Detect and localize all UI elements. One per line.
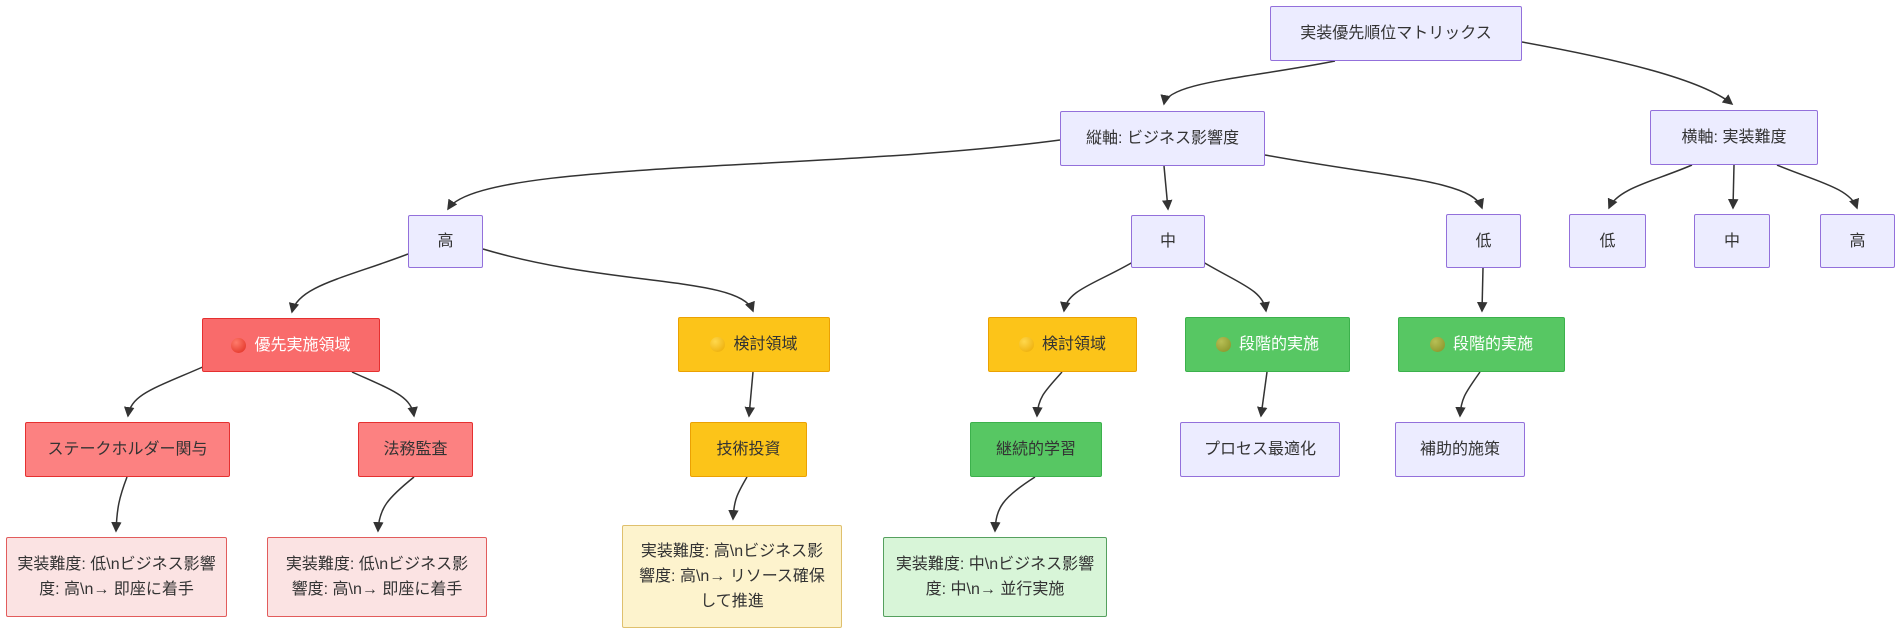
edge-learning-note4 <box>990 476 1036 533</box>
node-process-optimization: プロセス最適化 <box>1180 422 1340 477</box>
edge-vmid-review2 <box>1060 261 1134 313</box>
edge-root-haxis <box>1521 41 1734 105</box>
node-review-area-2-label: 検討領域 <box>1041 336 1106 353</box>
edge-haxis-hmid <box>1727 164 1739 210</box>
yellow-circle-icon <box>710 337 726 352</box>
edge-stakeholder-note1 <box>111 476 128 533</box>
edge-phased2-support <box>1455 371 1481 418</box>
node-supplementary-measures: 補助的施策 <box>1395 422 1525 477</box>
edge-legal-note2 <box>373 476 415 533</box>
node-stakeholder: ステークホルダー関与 <box>25 422 230 477</box>
node-review-area-2: 検討領域 <box>988 317 1137 372</box>
edge-vaxis-vhigh <box>447 139 1061 211</box>
yellow-circle-icon <box>1018 337 1034 352</box>
node-review-area-1-label: 検討領域 <box>733 336 798 353</box>
node-vaxis-low: 低 <box>1446 214 1521 268</box>
note-stakeholder-detail: 実装難度: 低\nビジネス影響度: 高\n→ 即座に着手 <box>6 537 227 617</box>
edge-phased1-process <box>1257 371 1268 418</box>
edge-vhigh-priority <box>288 253 409 314</box>
edge-vaxis-vmid <box>1161 165 1173 211</box>
note-learning-detail: 実装難度: 中\nビジネス影響度: 中\n→ 並行実施 <box>883 537 1107 617</box>
node-haxis-low: 低 <box>1569 214 1646 268</box>
red-circle-icon <box>231 337 247 353</box>
node-phased-impl-1: 段階的実施 <box>1185 317 1350 372</box>
node-priority-area: 優先実施領域 <box>202 318 380 372</box>
edge-priority-legal <box>351 371 418 418</box>
node-vaxis-mid: 中 <box>1131 215 1205 268</box>
edge-review1-tech <box>744 371 756 418</box>
edge-haxis-hhigh <box>1776 164 1859 210</box>
node-continuous-learning: 継続的学習 <box>970 422 1102 477</box>
edge-vlow-phased2 <box>1476 267 1488 313</box>
node-tech-investment: 技術投資 <box>690 422 807 477</box>
edge-tech-note3 <box>728 476 748 521</box>
node-phased-impl-2-label: 段階的実施 <box>1452 336 1533 353</box>
node-phased-impl-1-label: 段階的実施 <box>1238 336 1319 353</box>
node-horizontal-axis: 横軸: 実装難度 <box>1650 110 1818 165</box>
node-root-title: 実装優先順位マトリックス <box>1270 6 1522 61</box>
node-priority-area-label: 優先実施領域 <box>254 336 351 354</box>
node-vertical-axis: 縦軸: ビジネス影響度 <box>1060 111 1265 166</box>
note-tech-detail: 実装難度: 高\nビジネス影響度: 高\n→ リソース確保して推進 <box>622 525 842 628</box>
edge-vhigh-review1 <box>482 248 755 313</box>
edge-review2-learning <box>1032 371 1063 418</box>
edge-priority-stakeholder <box>124 365 206 418</box>
node-vaxis-high: 高 <box>408 215 483 268</box>
edge-haxis-hlow <box>1607 164 1693 210</box>
note-legal-detail: 実装難度: 低\nビジネス影響度: 高\n→ 即座に着手 <box>267 537 487 617</box>
node-phased-impl-2: 段階的実施 <box>1398 317 1565 372</box>
edge-vaxis-vlow <box>1264 154 1484 210</box>
edge-vmid-phased1 <box>1202 261 1270 313</box>
node-haxis-high: 高 <box>1820 214 1895 268</box>
node-haxis-mid: 中 <box>1694 214 1770 268</box>
edge-root-vaxis <box>1160 60 1336 106</box>
green-circle-icon <box>1215 337 1231 352</box>
green-circle-icon <box>1429 337 1445 352</box>
node-legal-audit: 法務監査 <box>358 422 473 477</box>
node-review-area-1: 検討領域 <box>678 317 830 372</box>
